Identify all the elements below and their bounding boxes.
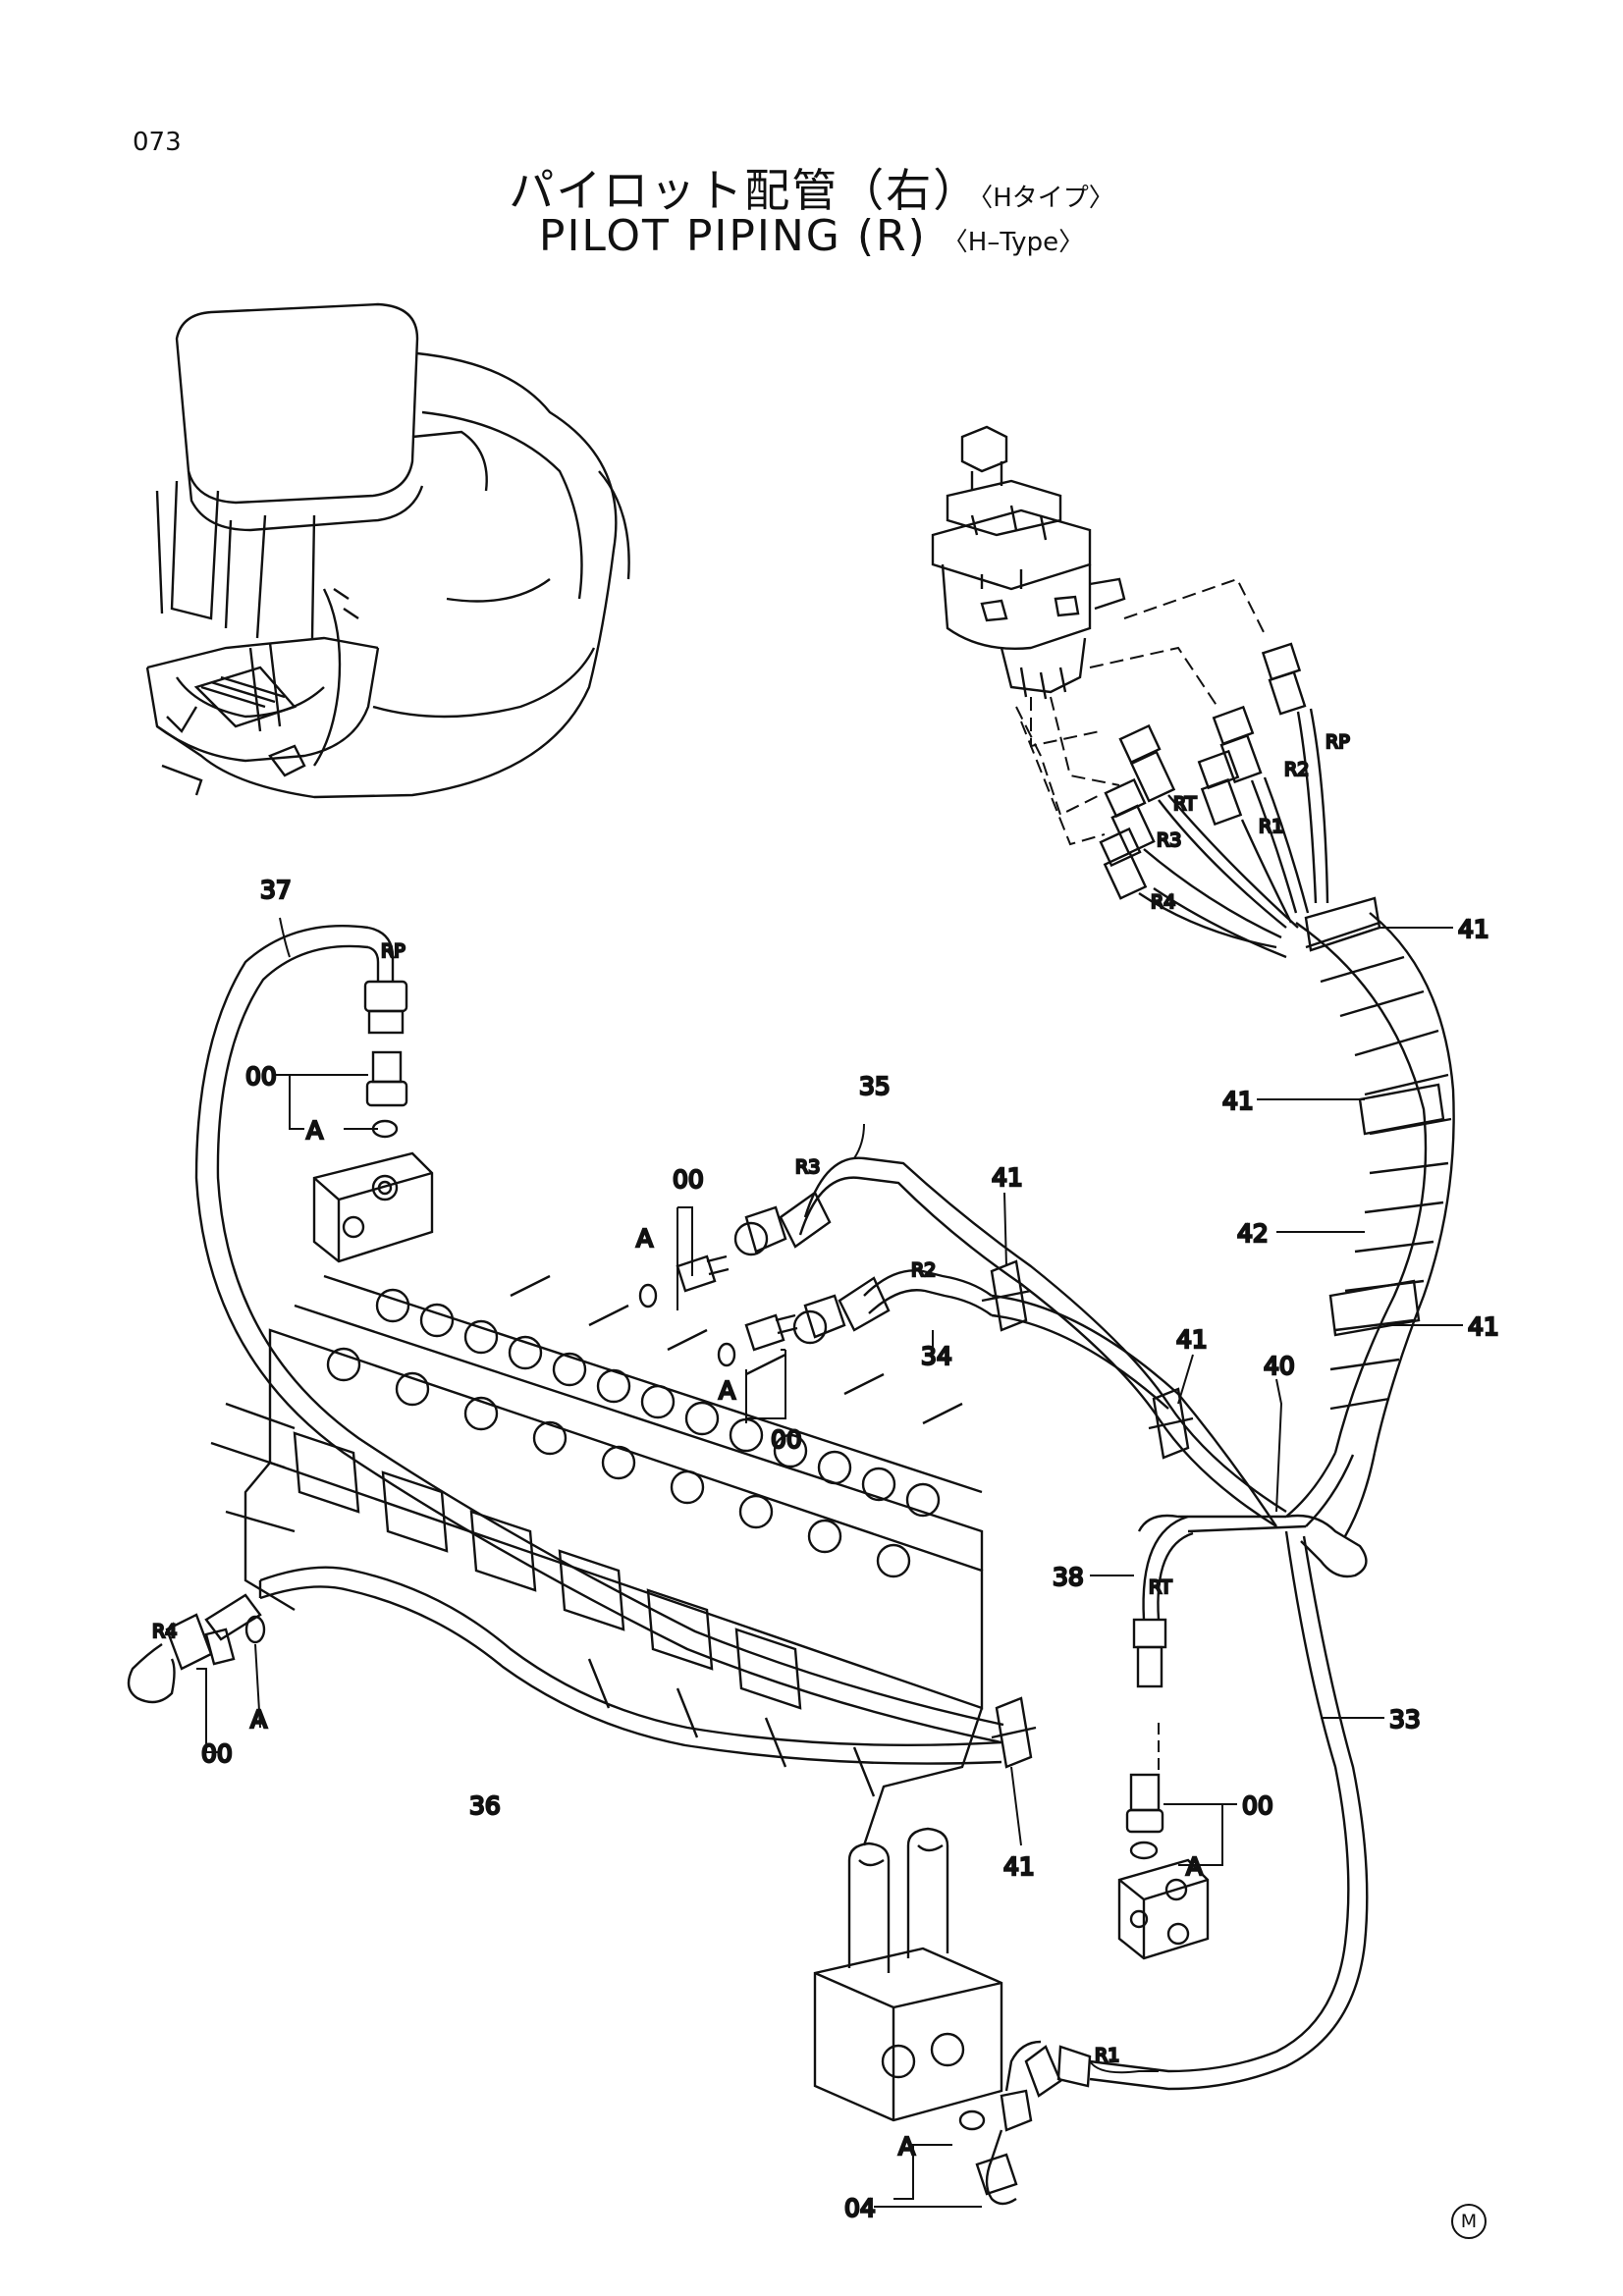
page-title-japanese: パイロット配管（右）〈Hタイプ〉 — [0, 155, 1623, 220]
pilot-valve — [931, 425, 1126, 700]
label-part-41-a: 41 — [992, 1163, 1023, 1192]
port-label-r4-upper: R4 — [1151, 891, 1175, 913]
label-part-00-r4: 00 — [201, 1739, 233, 1768]
port-label-r3-upper: R3 — [1157, 829, 1181, 851]
label-part-04: 04 — [844, 2194, 876, 2222]
label-detail-a-rp: A — [306, 1116, 323, 1145]
port-label-rt-upper: RT — [1173, 793, 1197, 815]
port-label-r3: R3 — [795, 1156, 820, 1178]
page-number: 073 — [133, 128, 182, 157]
label-part-42: 42 — [1237, 1219, 1269, 1248]
block-valve-rp — [312, 1119, 434, 1263]
hose-36-r4 — [127, 1566, 1002, 1765]
clamps-41 — [981, 1259, 1194, 1769]
pilot-valve-fittings — [1099, 642, 1307, 900]
label-part-41-d: 41 — [1468, 1312, 1499, 1341]
block-valve-r1 — [813, 1827, 1003, 2122]
label-part-37: 37 — [260, 876, 292, 904]
hose-38-rt — [1132, 1515, 1194, 1688]
port-label-rt: RT — [1149, 1576, 1172, 1598]
control-valve-block — [210, 1274, 984, 1846]
label-part-38: 38 — [1053, 1563, 1084, 1591]
label-part-40: 40 — [1264, 1352, 1295, 1380]
label-part-00-rt: 00 — [1242, 1791, 1273, 1820]
elbow-fitting-04 — [958, 2109, 1018, 2206]
seat-console-inset — [145, 302, 630, 799]
hose-35-r3 — [733, 1156, 1287, 1528]
port-label-rp-upper: RP — [1325, 731, 1350, 753]
port-label-rp-lower: RP — [381, 940, 406, 962]
spiral-harness — [1295, 896, 1455, 1454]
manufacturer-emblem: M — [1451, 2204, 1487, 2239]
port-label-r2: R2 — [911, 1259, 936, 1281]
label-detail-a-rt: A — [1186, 1852, 1203, 1881]
title-en-type: 〈H–Type〉 — [942, 228, 1085, 257]
label-detail-a-r2: A — [719, 1376, 735, 1405]
label-part-00-r3: 00 — [673, 1165, 704, 1194]
lower-harness — [1137, 1452, 1377, 1578]
label-part-41-b: 41 — [1176, 1325, 1208, 1354]
label-part-41-f: 41 — [1003, 1852, 1035, 1881]
label-part-00-rp: 00 — [245, 1062, 277, 1091]
block-valve-rt — [1117, 1773, 1210, 1960]
label-part-35: 35 — [859, 1072, 891, 1100]
fittings-small — [204, 1255, 798, 1666]
port-label-r2-upper: R2 — [1284, 759, 1309, 780]
leader-lines — [196, 917, 1463, 2208]
port-label-r1: R1 — [1095, 2045, 1119, 2066]
upper-hose-bundle — [1138, 708, 1329, 959]
hose-33-r1 — [1000, 1530, 1369, 2132]
label-part-33: 33 — [1389, 1705, 1421, 1734]
title-en-text: PILOT PIPING (R) — [538, 211, 927, 261]
label-detail-a-r1: A — [898, 2132, 915, 2161]
hose-37-rp — [194, 924, 1004, 1744]
title-ja-type: 〈Hタイプ〉 — [980, 184, 1114, 213]
label-part-36: 36 — [469, 1791, 501, 1820]
title-ja-text: パイロット配管（右） — [509, 164, 981, 217]
label-part-41-c: 41 — [1222, 1087, 1254, 1115]
label-part-34: 34 — [921, 1342, 952, 1370]
port-label-r4: R4 — [152, 1621, 177, 1642]
page-title-english: PILOT PIPING (R) 〈H–Type〉 — [0, 211, 1623, 261]
label-detail-a-r3: A — [636, 1224, 653, 1253]
label-part-41-e: 41 — [1458, 915, 1489, 943]
label-detail-a-r4: A — [250, 1705, 267, 1734]
pilot-valve-leaders — [1015, 577, 1268, 846]
port-label-r1-upper: R1 — [1259, 816, 1283, 837]
hose-34-r2 — [792, 1269, 1277, 1527]
label-part-00-r2: 00 — [771, 1425, 802, 1454]
